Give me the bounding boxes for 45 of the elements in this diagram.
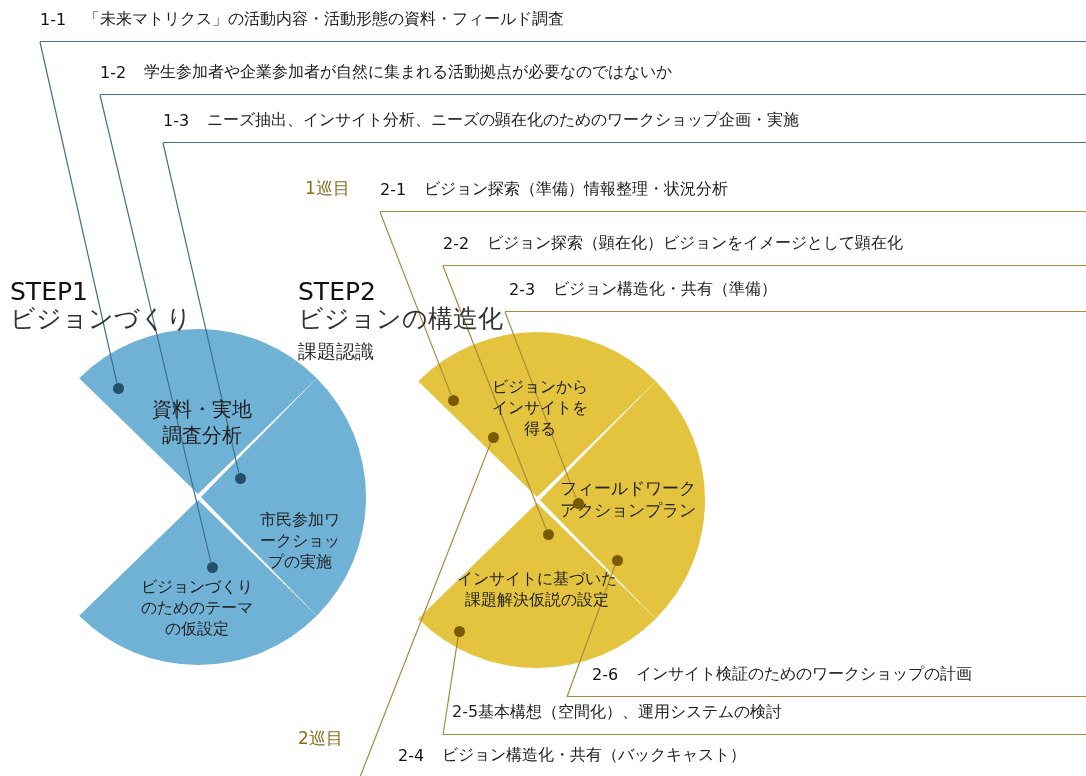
leader-dot <box>206 561 218 573</box>
sector-text: 資料・実地調査分析 <box>151 396 253 448</box>
step-description: 「未来マトリクス」の活動内容・活動形態の資料・フィールド調査 <box>83 9 564 30</box>
step-description: ビジョン探索（顕在化）ビジョンをイメージとして顕在化 <box>486 233 903 254</box>
step-number: 2-2 <box>443 234 470 253</box>
step-description: ニーズ抽出、インサイト分析、ニーズの顕在化のためのワークショップ企画・実施 <box>206 110 799 131</box>
leader-line <box>504 311 577 499</box>
leader-line <box>162 142 240 474</box>
step-number: 2-4 <box>398 745 425 765</box>
step-heading: STEP1 <box>10 278 88 307</box>
sector-text: ビジョンづくりのためのテーマの仮設定 <box>140 576 254 640</box>
step-description: 2-5基本構想（空間化）、運用システムの検討 <box>452 702 783 723</box>
step-heading: 課題認識 <box>298 341 374 363</box>
sector-text: ビジョンからインサイトを得る <box>491 376 589 440</box>
round-label: 2巡目 <box>298 729 343 749</box>
step-number: 1-1 <box>40 10 67 29</box>
leader-dot <box>487 431 499 443</box>
leader-dot <box>112 382 124 394</box>
step-description: ビジョン構造化・共有（準備） <box>552 279 777 300</box>
pie-sector <box>79 329 317 494</box>
leader-dot <box>453 625 465 637</box>
leader-dot <box>611 554 623 566</box>
leader-line <box>39 41 118 384</box>
step-heading: STEP2 <box>298 278 376 307</box>
step-description: インサイト検証のためのワークショップの計画 <box>635 664 972 685</box>
step-description: 学生参加者や企業参加者が自然に集まれる活動拠点が必要なのではないか <box>143 62 672 83</box>
step-number: 1-2 <box>100 63 127 82</box>
step-number: 1-3 <box>163 111 190 130</box>
step-number: 2-1 <box>380 180 407 199</box>
leader-line <box>566 564 616 698</box>
leader-line <box>359 441 492 776</box>
leader-dot <box>234 472 246 484</box>
step-number: 2-3 <box>509 280 536 299</box>
round-label: 1巡目 <box>305 179 350 199</box>
leader-line <box>99 94 212 563</box>
step-description: ビジョン構造化・共有（バックキャスト） <box>441 744 746 766</box>
leader-line <box>442 635 459 736</box>
leader-line <box>379 211 452 396</box>
sector-text: 市民参加ワークショップの実施 <box>259 509 341 573</box>
leader-dot <box>542 528 554 540</box>
sector-text: インサイトに基づいた課題解決仮説の設定 <box>456 569 618 611</box>
leader-dot <box>447 394 459 406</box>
step-description: ビジョン探索（準備）情報整理・状況分析 <box>423 179 728 200</box>
step-number: 2-6 <box>592 665 619 684</box>
leader-line <box>442 265 547 530</box>
